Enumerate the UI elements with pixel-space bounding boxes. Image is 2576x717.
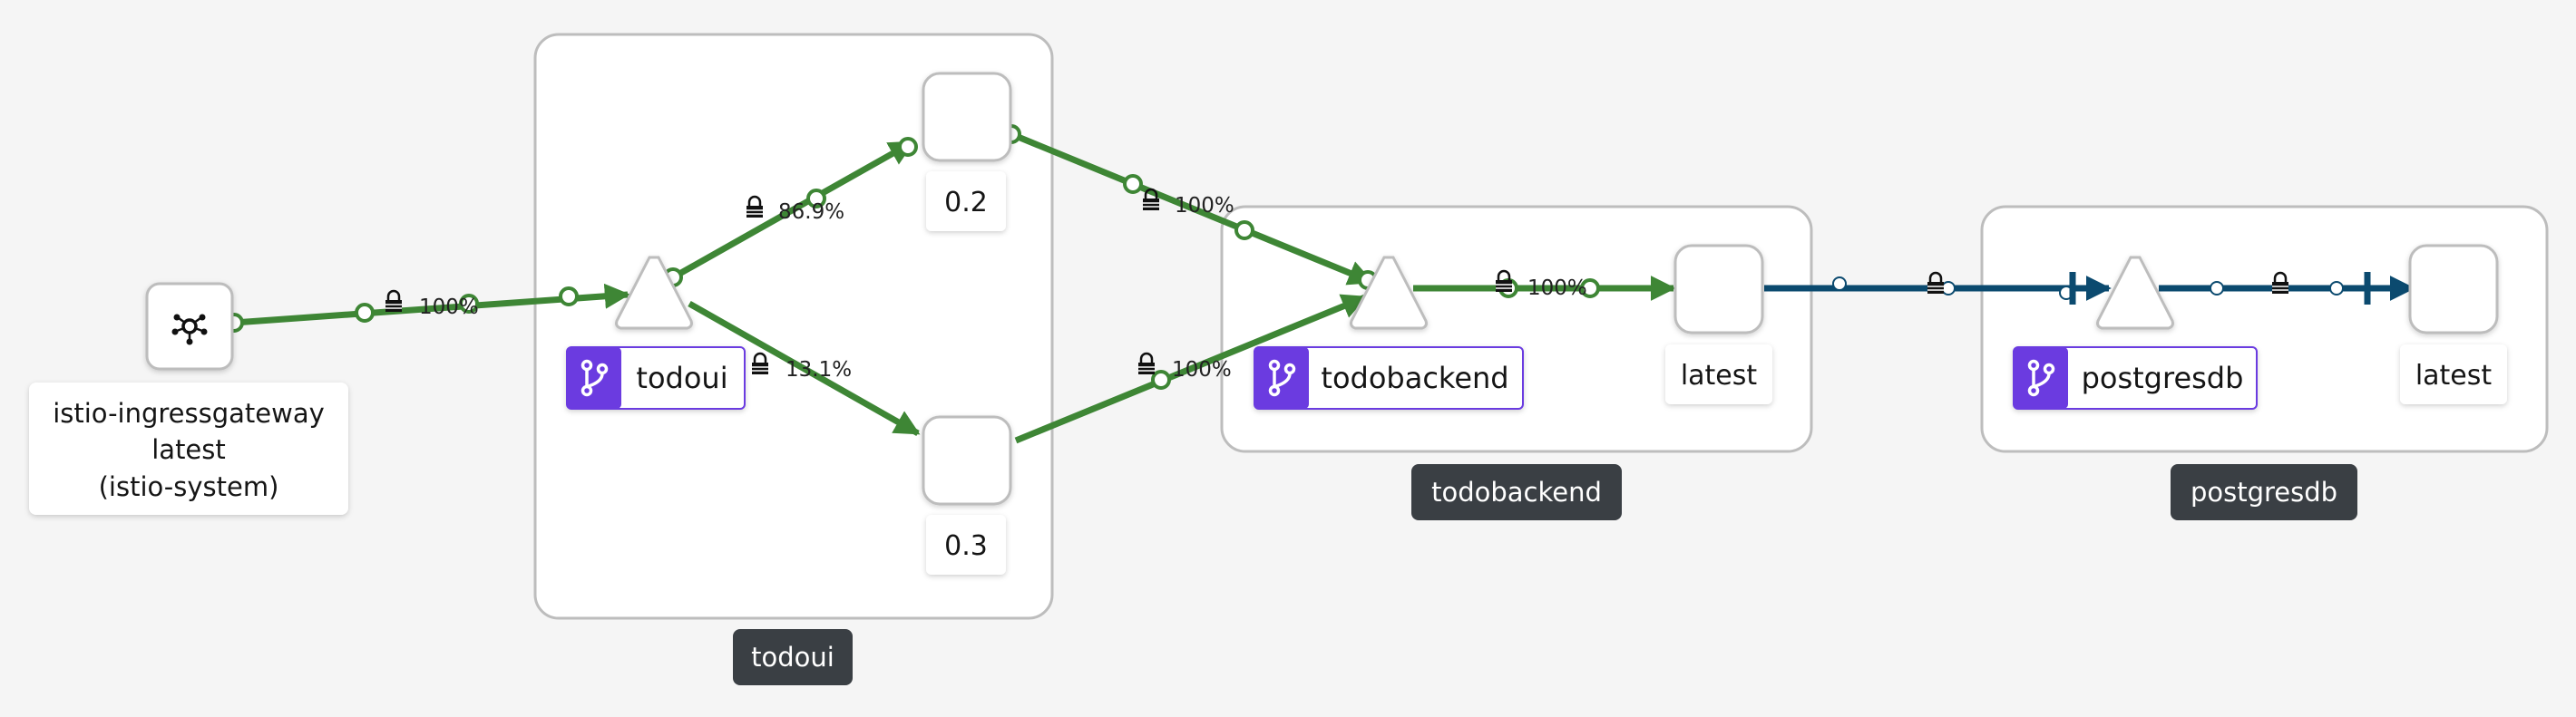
- edge-label-todobackend-to-latest: 100%: [1494, 269, 1587, 300]
- workload-label-todoui-0.3: 0.3: [926, 515, 1006, 575]
- node-service-todobackend[interactable]: [1350, 256, 1428, 330]
- group-label-postgresdb: postgresdb: [2171, 464, 2357, 520]
- workload-label-todobackend-latest: latest: [1665, 344, 1772, 404]
- node-workload-postgresdb-latest[interactable]: [2408, 244, 2499, 334]
- edge-label-todoui-to-v03: 13.1%: [750, 352, 852, 382]
- edge-label-todoui-to-v02: 86.9%: [745, 195, 844, 224]
- service-badge-postgresdb-label: postgresdb: [2082, 361, 2244, 395]
- node-service-todoui[interactable]: [615, 256, 693, 330]
- edge-v03-to-todobackend[interactable]: [1014, 294, 1368, 444]
- workload-label-backend-latest-text: latest: [1681, 360, 1758, 392]
- branch-icon: [2027, 359, 2055, 397]
- service-badge-todobackend-label: todobackend: [1321, 361, 1508, 395]
- group-label-todoui: todoui: [733, 629, 853, 685]
- edge-label-gateway-to-todoui: 100%: [384, 289, 479, 319]
- workload-label-postgres-latest-text: latest: [2415, 360, 2493, 392]
- edge-label-backend-latest-to-postgresdb: [1926, 271, 1946, 296]
- edge-gateway-to-todoui[interactable]: [224, 283, 630, 333]
- gateway-label-namespace: (istio-system): [99, 471, 279, 502]
- gateway-label-version: latest: [151, 434, 226, 465]
- service-badge-todoui[interactable]: todoui: [566, 346, 746, 410]
- edge-pct-v03-backend: 100%: [1172, 358, 1232, 382]
- group-label-postgresdb-text: postgresdb: [2191, 477, 2337, 508]
- service-badge-todobackend[interactable]: todobackend: [1254, 346, 1524, 410]
- edge-pct-todoui-v02: 86.9%: [778, 200, 844, 224]
- workload-label-v02-text: 0.2: [944, 187, 988, 218]
- service-badge-todoui-label: todoui: [636, 361, 727, 395]
- lock-icon: [1926, 271, 1946, 296]
- branch-icon: [1268, 359, 1296, 397]
- edge-pct-gateway-todoui: 100%: [419, 296, 479, 319]
- branch-icon: [581, 359, 609, 397]
- workload-label-postgresdb-latest: latest: [2400, 344, 2507, 404]
- edge-todoui-to-v02[interactable]: [663, 137, 918, 287]
- node-service-postgresdb[interactable]: [2096, 256, 2174, 330]
- edge-label-v03-to-todobackend: 100%: [1137, 352, 1232, 382]
- edge-todoui-to-v03[interactable]: [688, 300, 921, 437]
- node-istio-ingressgateway[interactable]: [145, 282, 234, 371]
- workload-label-todoui-0.2: 0.2: [926, 171, 1006, 231]
- gateway-label-name: istio-ingressgateway: [53, 398, 325, 429]
- node-workload-todoui-0.3[interactable]: [922, 415, 1012, 506]
- edge-pct-v02-backend: 100%: [1175, 194, 1234, 218]
- node-workload-todoui-0.2[interactable]: [922, 72, 1012, 162]
- group-label-todobackend: todobackend: [1411, 464, 1622, 520]
- istio-gateway-icon: [171, 314, 208, 345]
- edge-label-v02-to-todobackend: 100%: [1141, 188, 1234, 218]
- group-label-todoui-text: todoui: [751, 642, 834, 673]
- workload-label-v03-text: 0.3: [944, 530, 988, 562]
- edge-pct-backend-latest: 100%: [1527, 276, 1587, 300]
- lock-icon: [1137, 352, 1156, 376]
- gateway-label-box: istio-ingressgateway latest (istio-syste…: [29, 383, 348, 515]
- node-workload-todobackend-latest[interactable]: [1673, 244, 1764, 334]
- group-label-todobackend-text: todobackend: [1431, 477, 1602, 508]
- edge-pct-todoui-v03: 13.1%: [785, 358, 852, 382]
- service-badge-postgresdb[interactable]: postgresdb: [2013, 346, 2258, 410]
- lock-icon: [384, 289, 404, 314]
